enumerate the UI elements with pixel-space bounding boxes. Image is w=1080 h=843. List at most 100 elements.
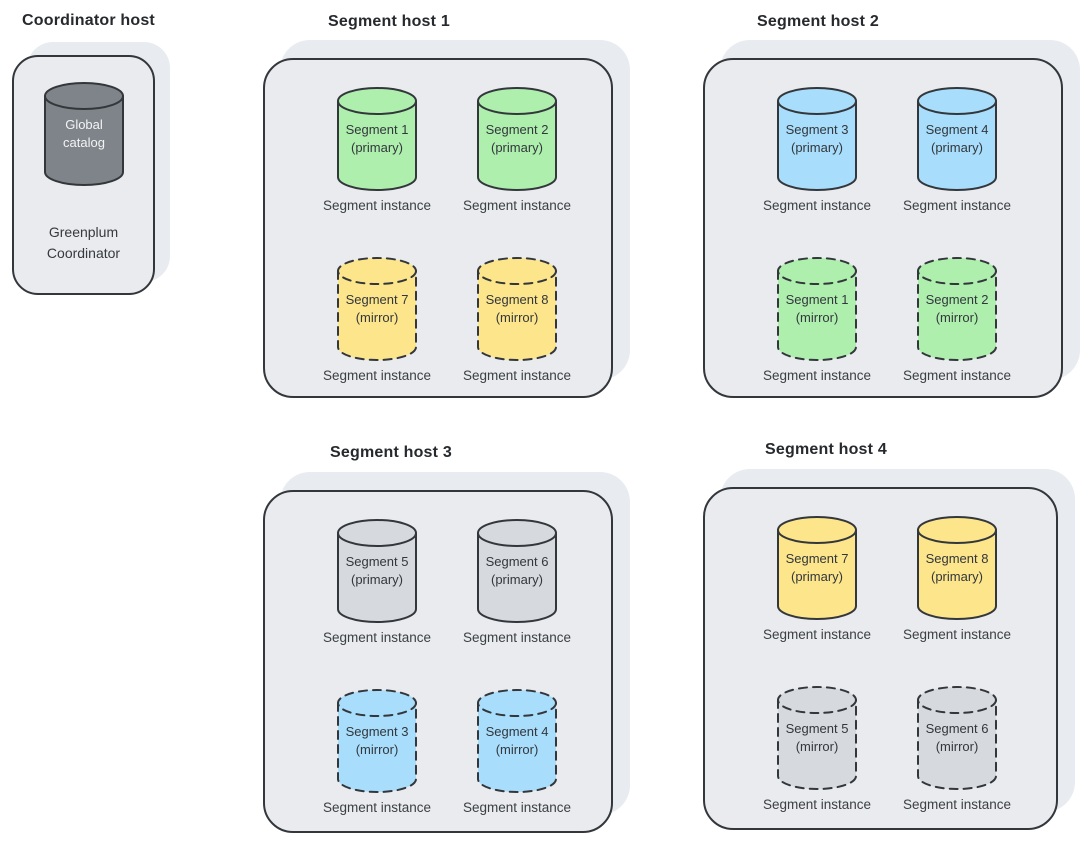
segment-instance-caption: Segment instance — [462, 630, 572, 645]
host-box — [703, 58, 1063, 398]
segment-name: Segment 3 — [785, 122, 849, 137]
segment-instance-cell: Segment 6 (mirror) Segment instance — [887, 684, 1027, 812]
segment-role: (mirror) — [935, 309, 979, 325]
segment-name: Segment 8 — [925, 551, 989, 566]
database-cylinder-icon — [777, 516, 857, 620]
segment-instance-caption: Segment instance — [462, 800, 572, 815]
segment-host-1: Segment 1 (primary) Segment instance Segm… — [260, 40, 632, 400]
segment-instance-caption: Segment instance — [762, 198, 872, 213]
database-cylinder-icon — [337, 519, 417, 623]
segment-label: Segment 3 (mirror) — [335, 723, 419, 758]
database-cylinder-icon — [777, 686, 857, 790]
database-cylinder-icon — [477, 689, 557, 793]
coordinator-host-title: Coordinator host — [22, 12, 155, 29]
segment-label: Segment 6 (mirror) — [915, 720, 999, 755]
segment-instance-caption: Segment instance — [322, 198, 432, 213]
segment-instance-cell: Segment 6 (primary) Segment instance — [447, 517, 587, 645]
global-catalog-line1: Global — [65, 117, 103, 132]
host-box — [703, 487, 1058, 830]
segment-instance-cell: Segment 7(primary) Segment instance — [747, 514, 887, 642]
segment-name: Segment 1 — [785, 292, 849, 307]
segment-instance-caption: Segment instance — [462, 198, 572, 213]
segment-name: Segment 7 — [785, 551, 849, 566]
segment-name: Segment 1 — [345, 122, 409, 137]
segment-instance-cell: Segment 3 (primary) Segment instance — [747, 85, 887, 213]
segment-role: (primary) — [491, 139, 543, 155]
segment-label: Segment 8 (mirror) — [475, 291, 559, 326]
segment-instance-caption: Segment instance — [902, 797, 1012, 812]
segment-instance-cell: Segment 4(primary) Segment instance — [887, 85, 1027, 213]
segment-role: (mirror) — [495, 741, 539, 757]
segment-name: Segment 5 — [785, 721, 849, 736]
segment-label: Segment 5 (mirror) — [775, 720, 859, 755]
segment-instance-caption: Segment instance — [322, 630, 432, 645]
database-cylinder-icon — [44, 82, 124, 186]
coordinator-host: Global catalog Greenplum Coordinator — [12, 40, 177, 300]
database-cylinder-icon — [777, 257, 857, 361]
segment-name: Segment 4 — [485, 724, 549, 739]
database-cylinder-icon — [917, 257, 997, 361]
segment-name: Segment 7 — [345, 292, 409, 307]
segment-label: Segment 6 (primary) — [475, 553, 559, 588]
segment-instance-caption: Segment instance — [462, 368, 572, 383]
segment-name: Segment 2 — [925, 292, 989, 307]
segment-instance-caption: Segment instance — [322, 800, 432, 815]
segment-role: (mirror) — [795, 309, 839, 325]
database-cylinder-icon — [477, 87, 557, 191]
coordinator-box: Global catalog Greenplum Coordinator — [12, 55, 155, 295]
segment-label: Segment 4 (mirror) — [475, 723, 559, 758]
segment-role: (primary) — [931, 568, 983, 584]
host-title-1: Segment host 1 — [328, 13, 450, 30]
segment-instance-cell: Segment 5 (mirror) Segment instance — [747, 684, 887, 812]
segment-instance-cell: Segment 2 (primary) Segment instance — [447, 85, 587, 213]
segment-role: (primary) — [351, 139, 403, 155]
segment-name: Segment 2 — [485, 122, 549, 137]
segment-instance-caption: Segment instance — [762, 797, 872, 812]
database-cylinder-icon — [337, 257, 417, 361]
segment-role: (mirror) — [935, 738, 979, 754]
segment-role: (mirror) — [355, 741, 399, 757]
segment-role: (primary) — [791, 139, 843, 155]
global-catalog-cylinder: Global catalog — [42, 80, 126, 188]
database-cylinder-icon — [477, 257, 557, 361]
segment-instance-caption: Segment instance — [902, 368, 1012, 383]
segment-label: Segment 3 (primary) — [775, 121, 859, 156]
segment-label: Segment 8 (primary) — [915, 550, 999, 585]
segment-host-4: Segment 7(primary) Segment instance Segm… — [700, 469, 1078, 834]
greenplum-coordinator-label: Greenplum Coordinator — [14, 222, 153, 264]
segment-role: (mirror) — [495, 309, 539, 325]
segment-name: Segment 6 — [485, 554, 549, 569]
segment-role: (primary) — [491, 571, 543, 587]
segment-instance-cell: Segment 1 (primary) Segment instance — [307, 85, 447, 213]
segment-name: Segment 6 — [925, 721, 989, 736]
segment-instance-caption: Segment instance — [762, 368, 872, 383]
database-cylinder-icon — [477, 519, 557, 623]
segment-instance-cell: Segment 3 (mirror) Segment instance — [307, 687, 447, 815]
global-catalog-label: Global catalog — [42, 116, 126, 151]
coordinator-label-line1: Greenplum — [48, 224, 119, 240]
segment-label: Segment 5 (primary) — [335, 553, 419, 588]
segment-instance-cell: Segment 4 (mirror) Segment instance — [447, 687, 587, 815]
segment-role: (mirror) — [795, 738, 839, 754]
segment-role: (primary) — [351, 571, 403, 587]
segment-instance-caption: Segment instance — [902, 198, 1012, 213]
database-cylinder-icon — [917, 686, 997, 790]
segment-name: Segment 5 — [345, 554, 409, 569]
coordinator-label-line2: Coordinator — [46, 245, 121, 261]
segment-instance-caption: Segment instance — [762, 627, 872, 642]
database-cylinder-icon — [777, 87, 857, 191]
host-title-4: Segment host 4 — [765, 441, 887, 458]
database-cylinder-icon — [337, 689, 417, 793]
segment-host-2: Segment 3 (primary) Segment instance Segm… — [700, 40, 1080, 400]
segment-role: (primary) — [931, 139, 983, 155]
host-title-2: Segment host 2 — [757, 13, 879, 30]
segment-name: Segment 8 — [485, 292, 549, 307]
segment-host-3: Segment 5 (primary) Segment instance Segm… — [260, 472, 632, 837]
database-cylinder-icon — [917, 87, 997, 191]
segment-instance-cell: Segment 2 (mirror) Segment instance — [887, 255, 1027, 383]
segment-name: Segment 3 — [345, 724, 409, 739]
database-cylinder-icon — [917, 516, 997, 620]
segment-instance-cell: Segment 7(mirror) Segment instance — [307, 255, 447, 383]
segment-label: Segment 7(mirror) — [335, 291, 419, 326]
